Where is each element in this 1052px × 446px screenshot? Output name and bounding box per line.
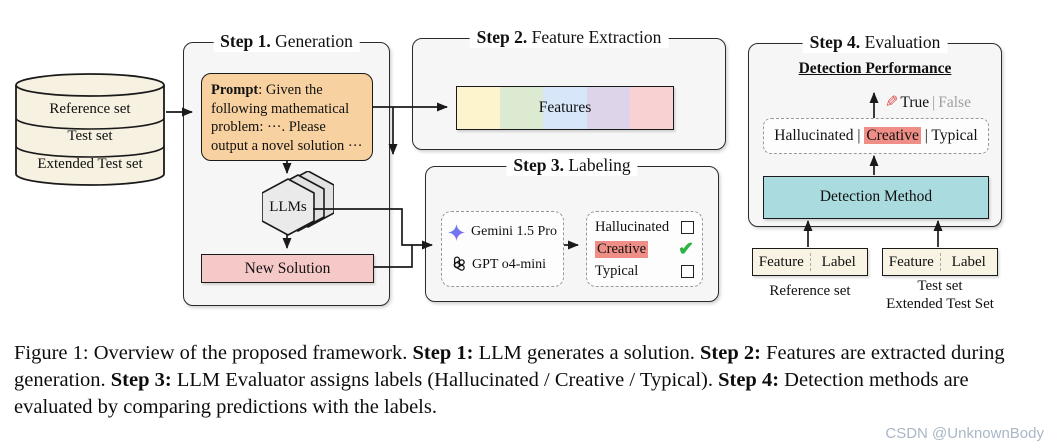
csdn-watermark: CSDN @UnknownBody: [885, 425, 1044, 442]
checkbox-hallucinated: [681, 220, 694, 234]
prompt-word: Prompt: [211, 82, 259, 98]
prompt-body: : Given the following mathematical probl…: [211, 82, 363, 154]
detection-method-box: Detection Method: [763, 176, 989, 219]
feature-segment-green: [500, 87, 544, 129]
caption-seg-8: Detection methods are evaluated by compa…: [14, 368, 969, 418]
features-bar: Features: [456, 86, 674, 130]
evaluator-gemini-row: Gemini 1.5 Pro: [448, 223, 557, 241]
caption-seg-6: LLM Evaluator assigns labels (Hallucinat…: [171, 368, 719, 391]
feature-segment-pink: [629, 87, 674, 129]
class-options-box: Hallucinated | Creative | Typical: [763, 118, 989, 154]
checkbox-typical: [681, 264, 694, 278]
feature-segment-blue: [543, 87, 587, 129]
label-row-typical: Typical: [595, 261, 694, 281]
test-feature-label-box: Feature Label: [882, 248, 998, 276]
feature-segment-yellow: [457, 87, 501, 129]
true-label: True: [900, 94, 930, 111]
gemini-star-icon: [448, 223, 465, 241]
llms-hexagon-stack-icon: [261, 170, 335, 236]
step4-title: Step 4. Evaluation: [802, 32, 948, 53]
test-set-caption-line2: Extended Test Set: [886, 296, 994, 312]
step2-title-rest: Feature Extraction: [527, 27, 662, 47]
step3-title-rest: Labeling: [563, 155, 631, 175]
false-label: False: [938, 94, 971, 111]
llms-node: LLMs: [261, 170, 335, 237]
test-set-caption-line1: Test set: [917, 278, 963, 294]
caption-step4-bold: Step 4:: [718, 368, 780, 391]
label-hallucinated: Hallucinated: [595, 218, 670, 235]
llms-label: LLMs: [269, 199, 307, 215]
caption-step3-bold: Step 3:: [110, 368, 172, 391]
label-options-box: Hallucinated Creative ✔ Typical: [586, 211, 703, 287]
label-row-creative: Creative ✔: [595, 239, 694, 259]
cylinder-shape: [15, 73, 165, 186]
new-solution-box: New Solution: [201, 254, 374, 283]
reference-feature-label-box: Feature Label: [752, 248, 868, 276]
db-row-extended-test-set: Extended Test set: [37, 156, 143, 172]
label-row-hallucinated: Hallucinated: [595, 217, 694, 237]
caption-seg-2: LLM generates a solution.: [473, 342, 701, 364]
feature-label-divider: [939, 253, 941, 271]
step4-title-rest: Evaluation: [860, 32, 941, 52]
step3-labeling-box: Step 3. Labeling Gemini 1.5 Pro: [425, 155, 719, 302]
class-typical: | Typical: [920, 127, 978, 144]
step4-title-bold: Step 4.: [809, 32, 861, 52]
dataset-cylinder: Reference set Test set Extended Test set: [14, 72, 166, 190]
caption-seg-0: Figure 1: Overview of the proposed frame…: [14, 342, 413, 364]
step3-title-bold: Step 3.: [513, 155, 564, 175]
class-hallucinated: Hallucinated |: [774, 127, 865, 144]
caption-seg-4: Features are extracted during generation…: [14, 342, 1005, 391]
step1-title: Step 1. Generation: [213, 31, 360, 52]
test-label-cell: Label: [951, 253, 986, 270]
reference-set-caption-line: Reference set: [769, 283, 851, 299]
db-row-reference-set: Reference set: [49, 101, 131, 117]
label-creative: Creative: [595, 240, 649, 258]
db-row-test-set: Test set: [67, 128, 113, 144]
caption-step1-bold: Step 1:: [412, 342, 474, 364]
evaluator-gpt-label: GPT o4-mini: [472, 257, 547, 273]
prompt-box: Prompt: Given the following mathematical…: [201, 73, 373, 161]
openai-icon: [453, 256, 465, 272]
evaluator-gemini-label: Gemini 1.5 Pro: [471, 224, 557, 240]
step1-generation-box: Step 1. Generation Prompt: Given the fol…: [183, 31, 390, 306]
reference-feature-cell: Feature: [758, 253, 804, 270]
pencil-icon: ✎: [885, 94, 899, 111]
checkmark-icon: ✔: [678, 238, 694, 260]
true-false-divider: |: [932, 94, 936, 111]
detection-performance-label: Detection Performance: [798, 60, 952, 77]
evaluator-gpt-row: GPT o4-mini: [448, 256, 557, 274]
llm-evaluators-box: Gemini 1.5 Pro GPT o4-mini: [441, 211, 564, 287]
feature-label-divider: [809, 253, 811, 271]
features-label: Features: [538, 99, 592, 116]
step3-title: Step 3. Labeling: [506, 155, 638, 176]
step1-title-rest: Generation: [270, 31, 353, 51]
true-false-annotation: ✎True|False: [885, 92, 971, 112]
step2-title: Step 2. Feature Extraction: [469, 27, 669, 48]
step4-evaluation-box: Step 4. Evaluation Detection Performance…: [748, 32, 1002, 227]
reference-set-caption: Reference set: [740, 282, 880, 300]
step2-title-bold: Step 2.: [476, 27, 528, 47]
feature-segment-purple: [586, 87, 630, 129]
caption-step2-bold: Step 2:: [700, 342, 761, 364]
class-creative-highlighted: Creative: [864, 127, 921, 144]
reference-label-cell: Label: [821, 253, 856, 270]
step2-feature-extraction-box: Step 2. Feature Extraction Features: [412, 27, 726, 150]
label-typical: Typical: [595, 262, 639, 279]
step1-title-bold: Step 1.: [220, 31, 271, 51]
figure-caption: Figure 1: Overview of the proposed frame…: [14, 340, 1042, 421]
test-feature-cell: Feature: [888, 253, 934, 270]
test-set-caption: Test set Extended Test Set: [870, 277, 1010, 313]
